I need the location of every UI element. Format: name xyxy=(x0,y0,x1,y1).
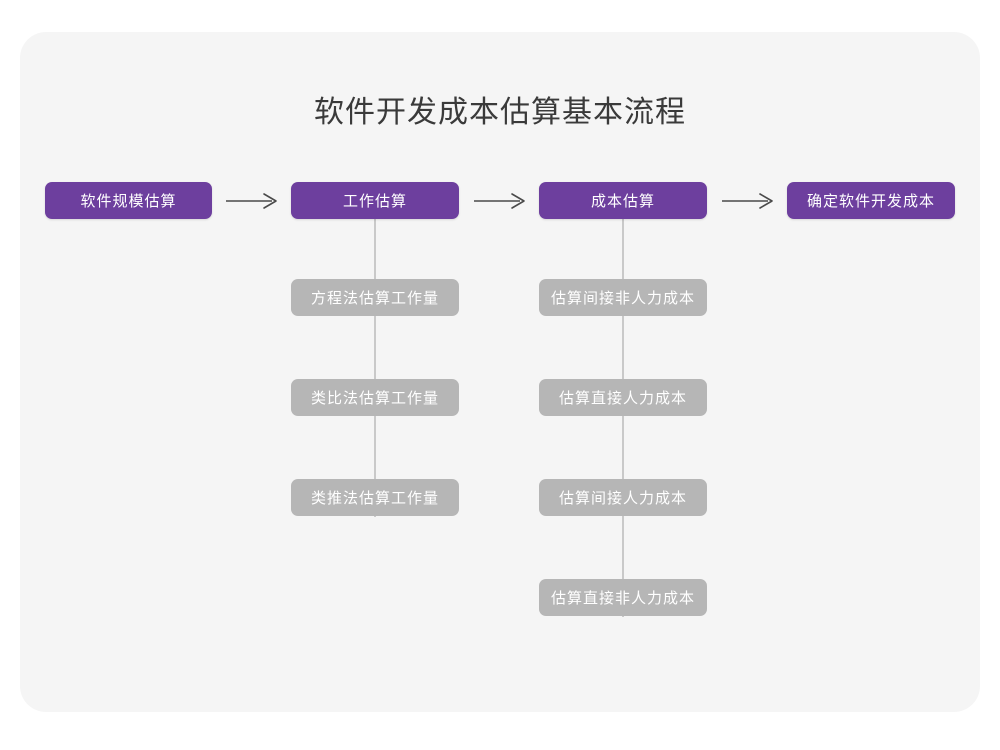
flow-node-software-scale-estimation[interactable]: 软件规模估算 xyxy=(45,182,212,219)
branch-item-label: 类推法估算工作量 xyxy=(310,489,439,507)
diagram-card xyxy=(20,32,980,712)
flow-node-effort-estimation[interactable]: 工作估算 xyxy=(291,182,459,219)
branch-item-direct-labor-cost[interactable]: 估算直接人力成本 xyxy=(539,379,707,416)
branch-item-indirect-nonlabor-cost[interactable]: 估算间接非人力成本 xyxy=(539,279,707,316)
branch-item-label: 方程法估算工作量 xyxy=(310,289,439,307)
long-right-arrow-icon-2 xyxy=(472,190,528,212)
branch-item-label: 估算间接人力成本 xyxy=(558,489,687,507)
branch-item-equation-method[interactable]: 方程法估算工作量 xyxy=(291,279,459,316)
branch-item-direct-nonlabor-cost[interactable]: 估算直接非人力成本 xyxy=(539,579,707,616)
flow-node-label: 确定软件开发成本 xyxy=(806,192,935,210)
branch-item-label: 估算直接非人力成本 xyxy=(550,589,695,607)
flow-node-label: 软件规模估算 xyxy=(80,192,177,210)
branch-connector-line-1 xyxy=(374,219,376,517)
flow-node-determine-dev-cost[interactable]: 确定软件开发成本 xyxy=(787,182,955,219)
branch-item-inference-method[interactable]: 类推法估算工作量 xyxy=(291,479,459,516)
page-title: 软件开发成本估算基本流程 xyxy=(314,95,686,130)
flow-node-label: 成本估算 xyxy=(590,192,655,210)
long-right-arrow-icon-3 xyxy=(720,190,776,212)
flow-node-cost-estimation[interactable]: 成本估算 xyxy=(539,182,707,219)
long-right-arrow-icon-1 xyxy=(224,190,280,212)
flow-node-label: 工作估算 xyxy=(342,192,407,210)
branch-item-label: 估算直接人力成本 xyxy=(558,389,687,407)
branch-item-analogy-method[interactable]: 类比法估算工作量 xyxy=(291,379,459,416)
branch-connector-line-2 xyxy=(622,219,624,617)
branch-item-label: 类比法估算工作量 xyxy=(310,389,439,407)
branch-item-indirect-labor-cost[interactable]: 估算间接人力成本 xyxy=(539,479,707,516)
branch-item-label: 估算间接非人力成本 xyxy=(550,289,695,307)
